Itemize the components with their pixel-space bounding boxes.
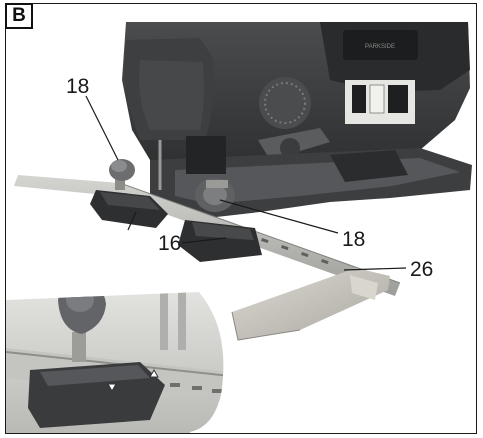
safety-warning-icon bbox=[369, 84, 385, 114]
guide-clamp-left bbox=[90, 190, 168, 228]
callout-18-top: 18 bbox=[66, 75, 89, 98]
figure-label-badge: B bbox=[5, 3, 33, 29]
saw-blade-icon bbox=[352, 85, 366, 113]
callout-18-right: 18 bbox=[342, 228, 365, 251]
leader-16-b bbox=[181, 237, 227, 244]
clamping-knob-right bbox=[195, 178, 235, 212]
callout-26: 26 bbox=[410, 258, 433, 281]
leader-18-top bbox=[85, 95, 119, 161]
leader-16-a bbox=[127, 211, 137, 231]
leader-lines bbox=[85, 95, 407, 271]
clamping-knob-left bbox=[109, 159, 135, 190]
lock-icon bbox=[388, 85, 408, 113]
leader-26 bbox=[343, 267, 407, 271]
guide-foot-plate bbox=[231, 268, 390, 341]
leader-18-right bbox=[219, 199, 339, 234]
callout-16: 16 bbox=[158, 232, 181, 255]
detail-inset bbox=[6, 291, 226, 434]
guide-clamp-right bbox=[178, 220, 262, 262]
figure-frame bbox=[5, 3, 477, 434]
svg-text:PARKSIDE: PARKSIDE bbox=[365, 44, 395, 50]
jigsaw-body: PARKSIDE bbox=[122, 22, 470, 166]
